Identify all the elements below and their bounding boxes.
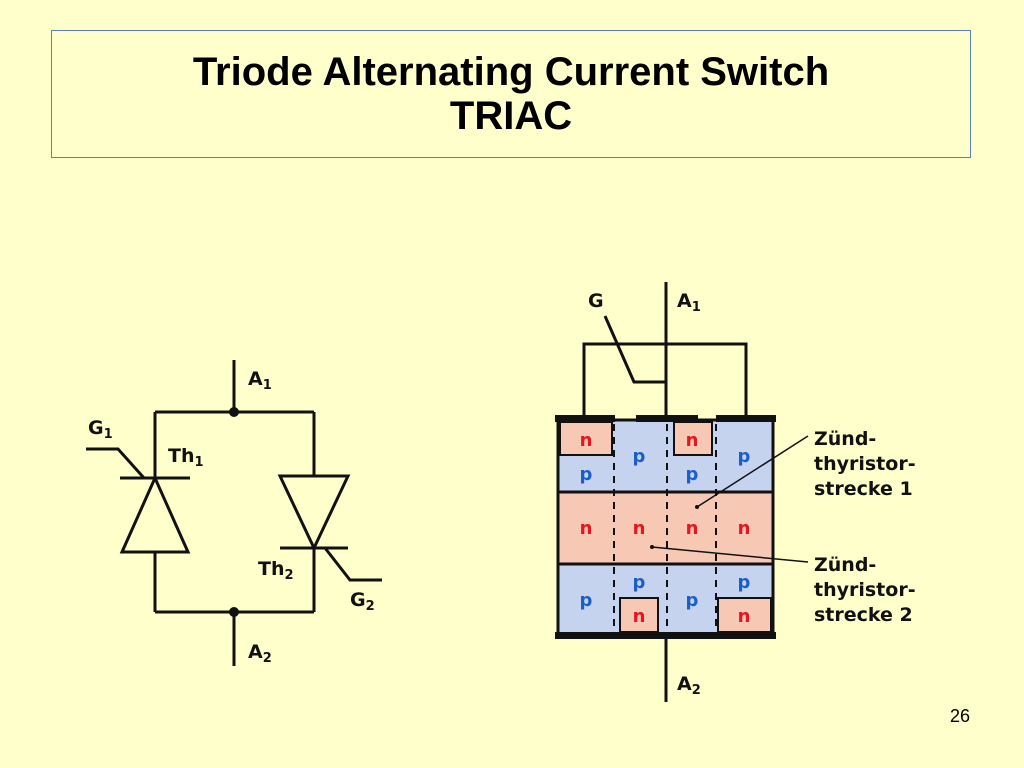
structure-a1-label: A1 — [677, 290, 701, 315]
middle-n-layer — [558, 492, 773, 564]
note1-line3: strecke 1 — [814, 478, 913, 500]
structure-gate-label: G — [588, 290, 604, 312]
label-p-upper-3: p — [686, 464, 699, 485]
label-n-lower-right: n — [738, 606, 751, 627]
circuit-a1-label: A1 — [248, 368, 272, 393]
circuit-a2-label: A2 — [248, 641, 272, 666]
label-p-lower-3: p — [686, 590, 699, 611]
label-p-lower-4: p — [738, 572, 751, 593]
triac-layer-structure: n n p p p p n n n n p p p p n n G A1 A2 … — [555, 282, 916, 702]
bottom-contact — [555, 632, 776, 639]
leader-dot-2 — [650, 545, 654, 549]
slide-subtitle: TRIAC — [449, 94, 573, 138]
title-box: Triode Alternating Current Switch TRIAC — [51, 30, 971, 158]
label-p-upper-2: p — [633, 446, 646, 467]
note2-line3: strecke 2 — [814, 604, 913, 626]
g1-gate-lead — [86, 447, 146, 480]
structure-a2-label: A2 — [677, 673, 701, 698]
triac-circuit-symbol — [86, 360, 382, 666]
label-p-lower-2: p — [633, 572, 646, 593]
structure-gate-wire — [603, 315, 668, 418]
slide-number: 26 — [949, 706, 970, 726]
label-p-upper-4: p — [738, 446, 751, 467]
top-connection-wire — [582, 342, 748, 418]
note2-line1: Zünd- — [814, 554, 876, 576]
th1-diode-triangle — [119, 474, 191, 554]
circuit-th2-label: Th2 — [258, 558, 294, 583]
top-contact-middle — [636, 415, 698, 422]
label-n-upper-gate: n — [686, 430, 699, 451]
upper-n-island-left — [559, 421, 613, 456]
lower-n-island-left — [619, 597, 659, 633]
top-contact-right — [716, 415, 776, 422]
a1-node-dot — [229, 407, 239, 417]
note1-line2: thyristor- — [814, 453, 916, 475]
label-n-middle-3: n — [686, 518, 699, 539]
leader-dot-1 — [695, 505, 699, 509]
g2-gate-lead — [323, 547, 382, 582]
note2-line2: thyristor- — [814, 579, 916, 601]
slide-title: Triode Alternating Current Switch — [192, 50, 830, 94]
label-n-lower-left: n — [633, 606, 646, 627]
leader-line-1 — [696, 435, 809, 508]
label-p-lower-1: p — [580, 590, 593, 611]
label-n-middle-4: n — [738, 518, 751, 539]
circuit-g2-label: G2 — [350, 589, 375, 614]
label-p-upper-left: p — [580, 464, 593, 485]
label-n-middle-2: n — [633, 518, 646, 539]
th2-diode-triangle — [277, 474, 351, 552]
note1-line1: Zünd- — [814, 428, 876, 450]
leader-line-2 — [651, 546, 809, 563]
circuit-th1-label: Th1 — [168, 445, 204, 470]
label-n-middle-1: n — [580, 518, 593, 539]
circuit-g1-label: G1 — [88, 417, 113, 442]
top-contact-left — [555, 415, 615, 422]
a2-node-dot — [229, 607, 239, 617]
label-n-upper-left: n — [580, 430, 593, 451]
